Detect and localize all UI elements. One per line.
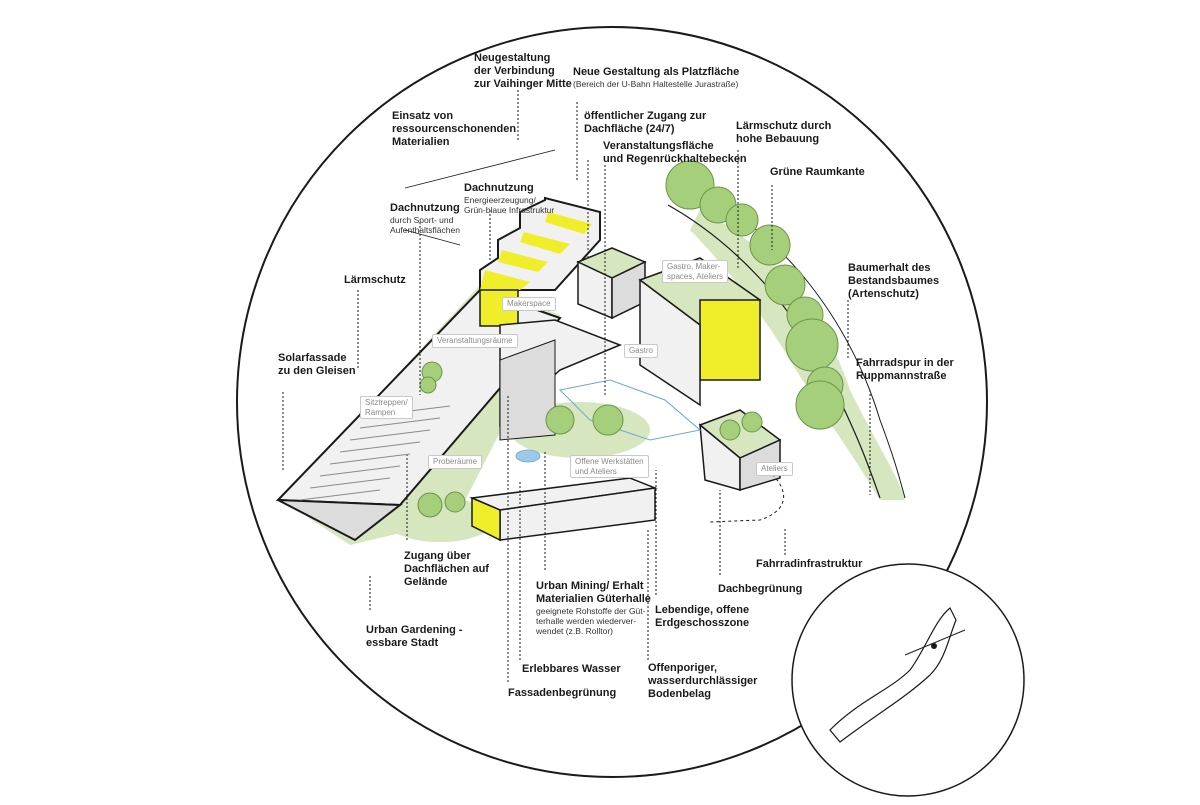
locator-site-outline (829, 607, 957, 743)
label-fahrradinfrastruktur: Fahrradinfrastruktur (756, 558, 863, 570)
label-lebendige-erdgeschosszone: Lebendige, offene Erdgeschosszone (655, 604, 750, 629)
label-erlebbares-wasser: Erlebbares Wasser (522, 663, 621, 675)
locator-line (904, 629, 966, 656)
route-arrow (709, 469, 784, 523)
main-circle-frame (236, 26, 988, 778)
solar-panels (480, 212, 592, 290)
label-dachnutzung-energie: Dachnutzung Energieerzeugung/ Grün-blaue… (464, 182, 555, 215)
pointer-lines (404, 149, 556, 246)
label-laermschutz-bebauung: Lärmschutz durch hohe Bebauung (736, 120, 832, 145)
label-fassadenbegruenung: Fassadenbegrünung (508, 687, 617, 699)
label-zugang-dachflaechen: Zugang über Dachflächen auf Gelände (404, 550, 489, 588)
label-offenporiger-bodenbelag: Offenporiger, wasserdurchlässiger Bodenb… (648, 662, 758, 700)
locator-circle (791, 563, 1025, 797)
right-building-front (639, 278, 701, 407)
tag-offene-werkstaetten: Offene Werkstätten und Ateliers (570, 455, 649, 478)
label-einsatz-materialien: Einsatz von ressourcenschonenden Materia… (392, 110, 517, 148)
label-neue-gestaltung-platzflaeche: Neue Gestaltung als Platzfläche (Bereich… (573, 66, 740, 89)
locator-dot (931, 643, 937, 649)
label-dachnutzung-sport: Dachnutzung durch Sport- und Aufenthalts… (390, 202, 460, 235)
label-veranstaltungsflaeche: Veranstaltungsfläche und Regenrückhalteb… (603, 140, 747, 165)
label-gruene-raumkante: Grüne Raumkante (770, 166, 865, 178)
label-dachbegruenung: Dachbegrünung (718, 583, 803, 595)
label-solarfassade: Solarfassade zu den Gleisen (278, 352, 356, 377)
tag-ateliers: Ateliers (756, 462, 793, 476)
tag-makerspace: Makerspace (502, 297, 556, 311)
event-hall-face (499, 339, 556, 441)
right-building-yellow-face (699, 299, 761, 381)
label-neugestaltung-verbindung: Neugestaltung der Verbindung zur Vaihing… (474, 52, 572, 90)
label-oeffentlicher-zugang: öffentlicher Zugang zur Dachfläche (24/7… (584, 110, 707, 135)
ground-green-bottom (385, 498, 495, 542)
rain-retention-outline (558, 379, 702, 441)
label-urban-mining: Urban Mining/ Erhalt Materialien Güterha… (536, 580, 651, 636)
label-baumerhalt: Baumerhalt des Bestandsbaumes (Artenschu… (848, 262, 940, 300)
label-fahrradspur: Fahrradspur in der Ruppmannstraße (856, 357, 954, 382)
tag-gastro-makerspaces-ateliers: Gastro, Maker- spaces, Ateliers (662, 260, 729, 283)
tag-veranstaltungsraeume: Veranstaltungsräume (432, 334, 518, 348)
tag-proberaeume: Proberäume (428, 455, 483, 469)
label-laermschutz: Lärmschutz (344, 274, 406, 286)
water-pool (515, 449, 541, 463)
trees (417, 160, 845, 518)
tag-sitztreppen-rampen: Sitztreppen/ Rampen (360, 396, 413, 419)
leader-lines (282, 90, 871, 682)
label-urban-gardening: Urban Gardening - essbare Stadt (366, 624, 463, 649)
bottom-hall-yellow-end (471, 496, 501, 542)
tag-gastro: Gastro (624, 344, 659, 358)
noise-building-side (277, 499, 403, 542)
